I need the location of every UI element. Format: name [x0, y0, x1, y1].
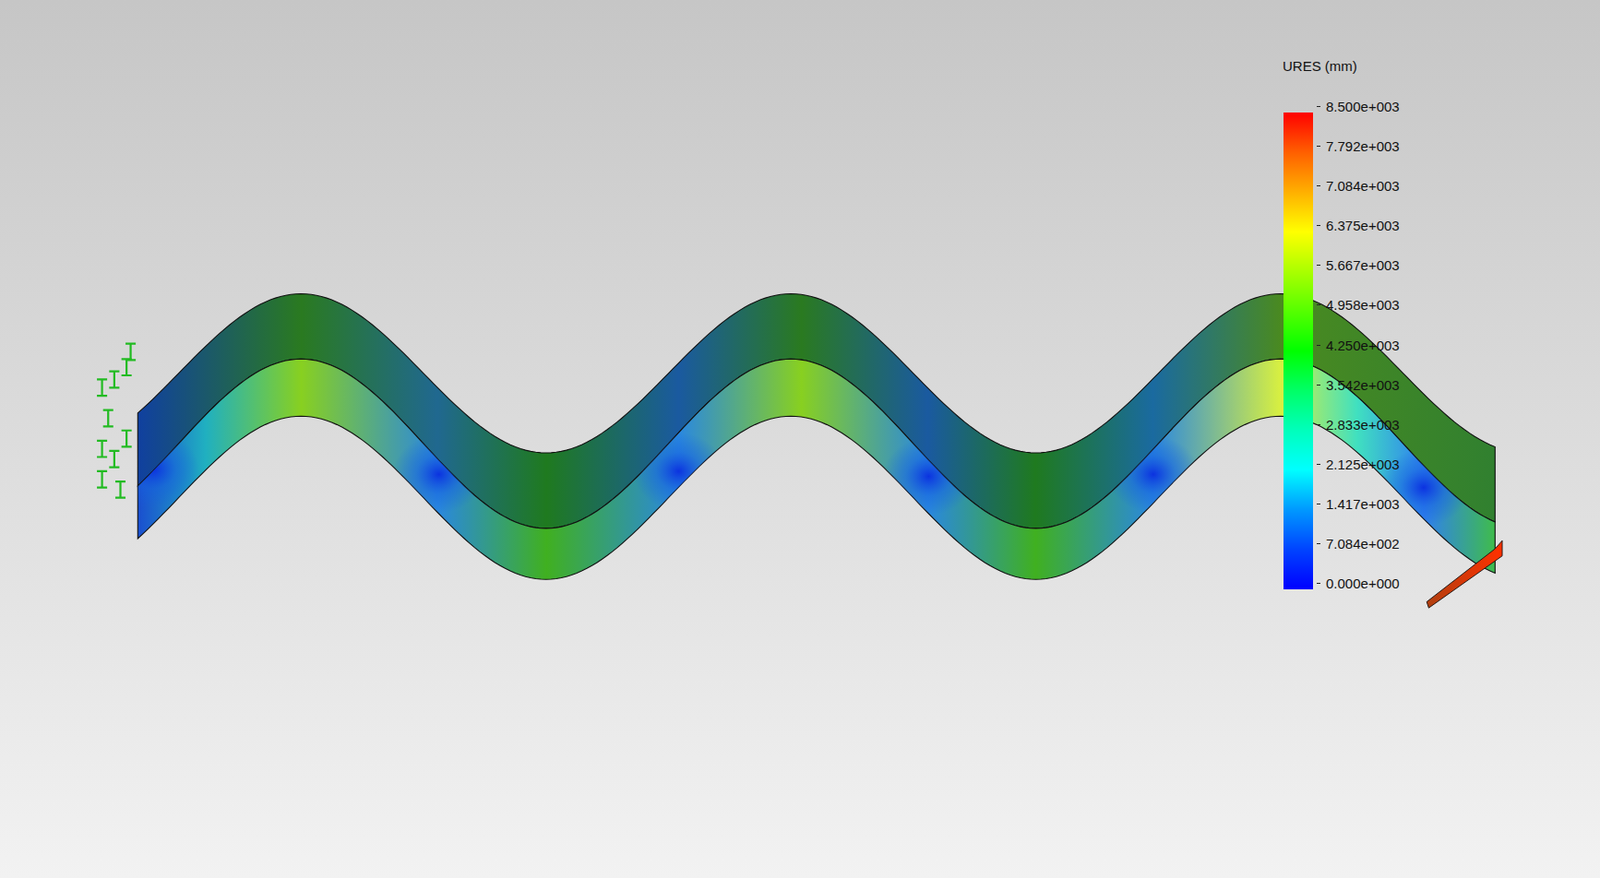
color-swatch: [1283, 410, 1314, 451]
color-swatch: [1283, 489, 1314, 530]
tick-label: 0.000e+000: [1325, 575, 1400, 592]
tick-label: 7.084e+003: [1325, 178, 1400, 194]
tick-label: 7.792e+003: [1325, 138, 1400, 155]
color-swatch: [1283, 291, 1314, 332]
contour-spot: [632, 432, 726, 511]
tick-mark: [1316, 145, 1321, 147]
beam-end-face: [1426, 540, 1503, 609]
tick-label: 2.125e+003: [1325, 456, 1400, 473]
tick-mark: [1316, 225, 1321, 227]
tick-mark: [1316, 345, 1321, 347]
contour-spot: [393, 435, 486, 514]
color-swatch: [1283, 251, 1314, 292]
tick-mark: [1316, 106, 1321, 108]
tick-label: 7.084e+002: [1325, 536, 1400, 552]
tick-label: 8.500e+003: [1325, 98, 1400, 115]
legend-title: URES (mm): [1282, 58, 1358, 74]
color-swatch: [1283, 569, 1314, 590]
tick-label: 5.667e+003: [1325, 257, 1400, 274]
color-swatch: [1283, 529, 1314, 570]
tick-mark: [1316, 464, 1321, 466]
color-swatch: [1283, 172, 1314, 213]
contour-spot: [883, 437, 976, 515]
color-swatch: [1283, 112, 1314, 133]
tick-label: 6.375e+003: [1325, 217, 1400, 234]
color-swatch: [1283, 331, 1314, 371]
tick-mark: [1316, 264, 1321, 266]
color-swatch: [1283, 212, 1314, 252]
tick-label: 4.250e+003: [1325, 337, 1400, 354]
tick-mark: [1316, 384, 1321, 386]
color-swatch: [1283, 132, 1314, 173]
tick-mark: [1316, 424, 1321, 426]
contour-spot: [1107, 435, 1200, 514]
beam-front-face: [137, 358, 1495, 580]
color-swatch: [1283, 450, 1314, 490]
tick-label: 4.958e+003: [1325, 297, 1400, 313]
fixture-symbol: [96, 344, 136, 499]
tick-mark: [1316, 503, 1321, 505]
tick-mark: [1316, 304, 1321, 306]
color-swatch: [1283, 370, 1314, 411]
tick-label: 3.542e+003: [1325, 377, 1400, 394]
tick-label: 1.417e+003: [1325, 496, 1400, 513]
tick-mark: [1316, 583, 1321, 585]
tick-label: 2.833e+003: [1325, 417, 1400, 433]
tick-mark: [1316, 543, 1321, 545]
tick-mark: [1316, 185, 1321, 187]
contour-spot: [107, 430, 200, 509]
